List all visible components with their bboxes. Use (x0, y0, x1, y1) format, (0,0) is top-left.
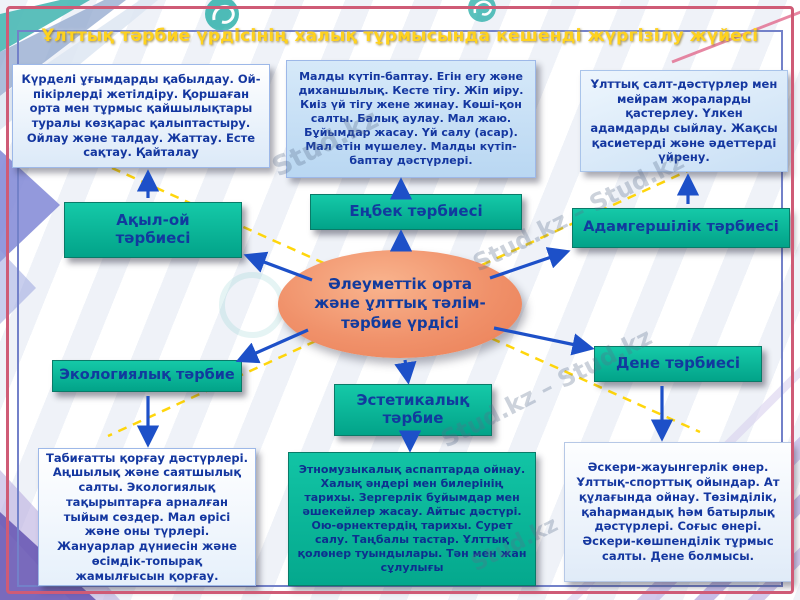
mental-education-desc: Күрделі ұғымдарды қабылдау. Ой-пікірлерд… (12, 64, 270, 168)
studkz-logo-icon (219, 272, 285, 338)
labor-education-desc: Малды күтіп-баптау. Егін егу және диханш… (286, 60, 536, 178)
labor-education-box: Еңбек тәрбиесі (310, 194, 522, 230)
mental-education-box: Ақыл-ой тәрбиесі (64, 202, 242, 258)
moral-education-box: Адамгершілік тәрбиесі (572, 208, 790, 248)
studkz-logo-icon (468, 0, 496, 22)
aesthetic-education-box: Эстетикалық тәрбие (334, 384, 492, 436)
arrow-center-to-physical (493, 326, 595, 356)
arrow-center-to-ecological (235, 328, 309, 364)
physical-education-desc: Әскери-жауынгерлік өнер. Ұлттық-спорттық… (564, 442, 792, 582)
page-title: Ұлттық тәрбие үрдісінің халық тұрмысында… (41, 26, 759, 46)
central-ellipse: Әлеуметтік орта және ұлттық тәлім-тәрбие… (278, 250, 522, 358)
left-chevron (0, 250, 36, 324)
ecological-education-box: Экологиялық тәрбие (52, 360, 242, 392)
moral-education-desc: Ұлттық салт-дәстүрлер мен мейрам жоралар… (580, 70, 788, 172)
aesthetic-education-desc: Этномузыкалық аспаптарда ойнау. Халық ән… (288, 452, 536, 586)
arrow-center-to-aesthetic (394, 359, 417, 385)
physical-education-box: Дене тәрбиесі (594, 346, 762, 382)
ecological-education-desc: Табиғатты қорғау дәстүрлері. Аңшылық жән… (38, 448, 256, 586)
